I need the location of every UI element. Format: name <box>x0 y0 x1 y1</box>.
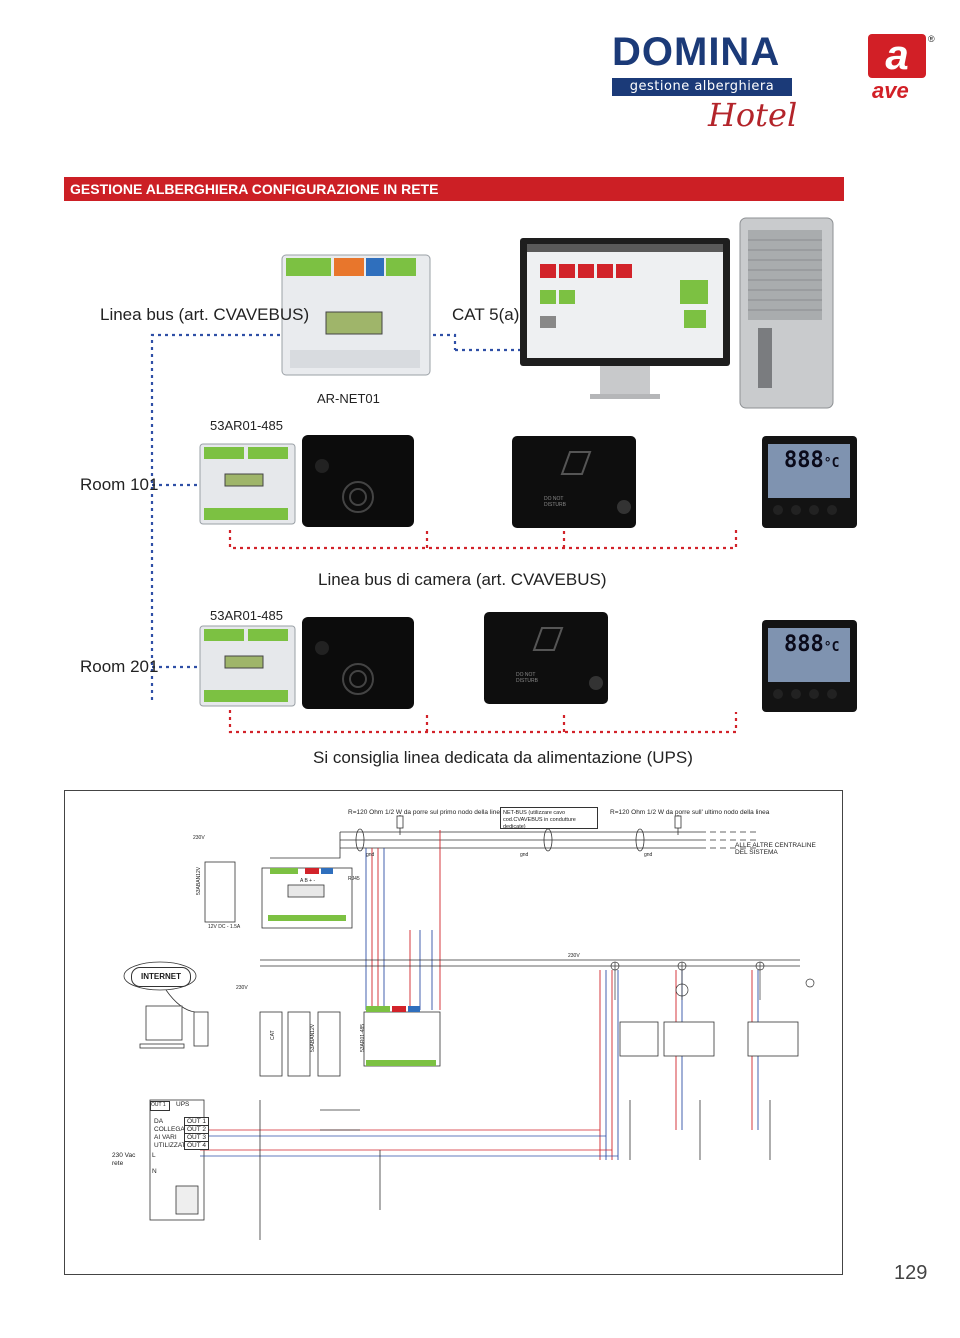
wiring-schematic <box>64 790 843 1275</box>
label-ups-note: Si consiglia linea dedicata da alimentaz… <box>313 748 693 767</box>
room201-ar01 <box>199 625 296 707</box>
label-ab-top: A B + - <box>300 878 316 884</box>
room101-thermostat <box>762 436 857 528</box>
label-netbus: NET-BUS (utilizzare cavo cod.CVAVEBUS in… <box>503 810 576 830</box>
ave-wordmark: ave <box>872 78 909 103</box>
label-r120-last: R=120 Ohm 1/2 W da porre sull' ultimo no… <box>610 809 770 816</box>
ups-out-2: OUT 2 <box>185 1126 209 1134</box>
keycard-101-dnd: DO NOT DISTURB <box>544 496 566 508</box>
label-ar01-bottom: 53AR01-485 <box>360 1023 366 1052</box>
ups-outputs: OUT 1 OUT 2 OUT 3 OUT 4 <box>184 1117 210 1150</box>
domina-tagline: gestione alberghiera avanzata <box>612 78 792 112</box>
label-gnd-b: gnd <box>520 852 529 858</box>
label-ar01-201: 53AR01-485 <box>210 608 283 623</box>
arnet-device <box>281 254 431 376</box>
netbus-box: NET-BUS (utilizzare cavo cod.CVAVEBUS in… <box>500 807 598 830</box>
label-230v-top: 230V <box>193 835 205 841</box>
label-del-sistema: DEL SISTEMA <box>735 849 778 856</box>
label-collegare: COLLEGARE <box>154 1126 194 1133</box>
page-number: 129 <box>894 1262 928 1284</box>
label-rete: rete <box>112 1160 124 1167</box>
label-linea-bus: Linea bus (art. CVAVEBUS) <box>100 305 310 324</box>
label-room101: Room 101 <box>80 475 159 494</box>
pc-tower <box>739 217 834 409</box>
room201-keycard <box>484 612 608 704</box>
label-ar01-101: 53AR01-485 <box>210 418 283 433</box>
label-utilizzatori: UTILIZZATORI <box>154 1142 198 1149</box>
room101-keypad <box>302 435 414 527</box>
room101-keycard <box>512 436 636 528</box>
room101-ar01 <box>199 443 296 525</box>
internet-cloud-label: INTERNET <box>131 967 191 987</box>
label-230vac: 230 Vac <box>112 1152 136 1159</box>
label-rj45: RJ45 <box>348 876 360 882</box>
bus-lines-red <box>228 530 738 734</box>
label-230v-right: 230V <box>568 953 580 959</box>
ups-out-3: OUT 3 <box>185 1134 209 1142</box>
bus-lines-blue <box>150 333 520 700</box>
label-230v-bottom: 230V <box>236 985 248 991</box>
label-cat5: CAT 5(a) <box>452 305 520 324</box>
section-title: GESTIONE ALBERGHIERA CONFIGURAZIONE IN R… <box>64 177 844 201</box>
label-da: DA <box>154 1118 164 1125</box>
ave-logo-mark: a <box>868 34 926 78</box>
registered-mark: ® <box>928 34 935 44</box>
domina-hotel: Hotel <box>708 96 798 134</box>
domina-logo: DOMINA gestione alberghiera avanzata Hot… <box>612 30 797 134</box>
label-gnd-a: gnd <box>366 852 375 858</box>
network-illustration <box>150 217 857 734</box>
domina-wordmark: DOMINA <box>612 30 781 74</box>
keycard-201-dnd: DO NOT DISTURB <box>516 672 538 684</box>
label-arnet01: AR-NET01 <box>317 391 380 406</box>
ups-out-4: OUT 4 <box>187 1142 207 1149</box>
room201-thermostat <box>762 620 857 712</box>
label-linea-camera: Linea bus di camera (art. CVAVEBUS) <box>318 570 607 589</box>
label-r120-first: R=120 Ohm 1/2 W da porre sul primo nodo … <box>348 809 504 816</box>
pc-monitor <box>520 238 730 399</box>
label-alle-altre: ALLE ALTRE CENTRALINE <box>735 842 816 849</box>
label-ai-vari: AI VARI <box>154 1134 177 1141</box>
thermo-201-reading: 888°C <box>784 632 840 657</box>
ave-logo: a ave ® <box>868 34 935 104</box>
thermo-101-reading: 888°C <box>784 448 840 473</box>
label-room201: Room 201 <box>80 657 159 676</box>
label-ups: UPS <box>176 1101 190 1108</box>
label-l: L <box>152 1152 156 1159</box>
label-psu-top: 53ABAN12V <box>196 866 202 895</box>
ups-out-1: OUT 1 <box>185 1118 209 1126</box>
ups-out-box: OUT 1 <box>150 1101 170 1111</box>
label-vdc-top: 12V DC - 1.5A <box>208 924 241 930</box>
label-n: N <box>152 1168 157 1175</box>
label-gnd-c: gnd <box>644 852 653 858</box>
label-cat: CAT <box>270 1030 276 1040</box>
room201-keypad <box>302 617 414 709</box>
label-psu-bottom: 53ABAN12V <box>310 1023 316 1052</box>
